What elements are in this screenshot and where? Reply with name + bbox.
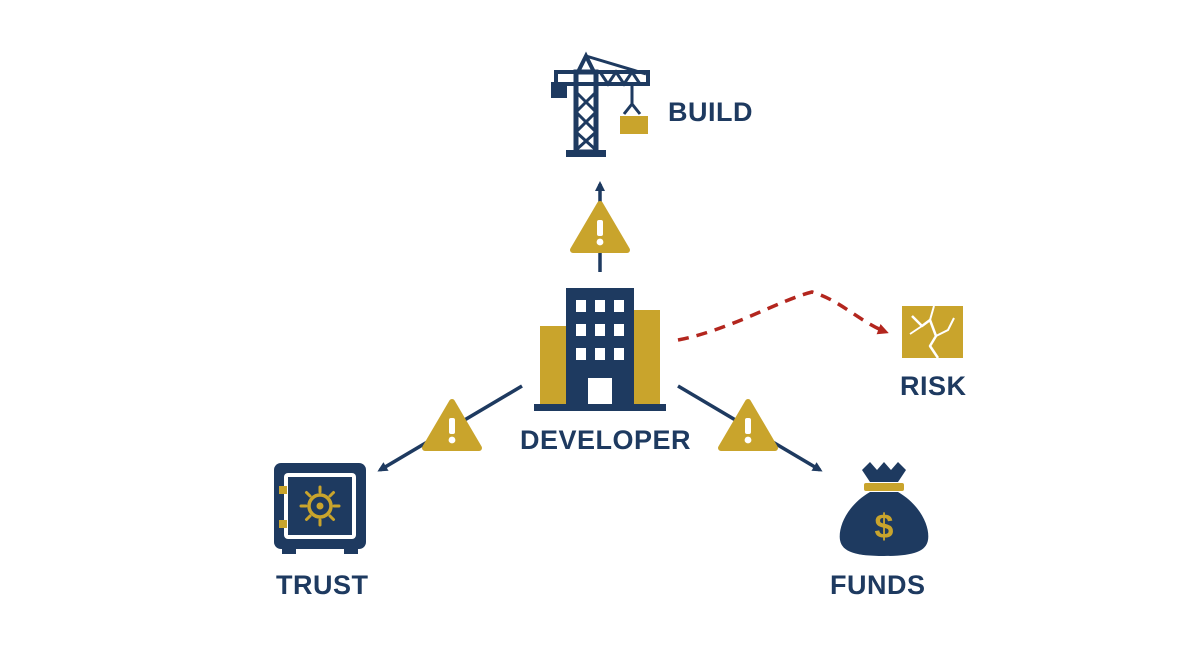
vault-safe-icon [274,463,366,554]
node-label-risk: RISK [900,371,967,401]
node-label-trust: TRUST [276,570,369,600]
dollar-sign: $ [875,508,894,546]
crane-icon [551,51,650,157]
money-bag-icon: $ [839,462,929,556]
warning-triangle-icon [718,399,778,451]
node-label-developer: DEVELOPER [520,425,692,455]
node-label-build: BUILD [668,97,753,127]
cracked-tile-icon [902,305,963,359]
office-building-icon [534,288,666,411]
node-label-funds: FUNDS [830,570,926,600]
warning-triangle-icon [422,399,482,451]
warning-triangle-icon [570,201,630,253]
edge-developer-risk [677,290,889,342]
